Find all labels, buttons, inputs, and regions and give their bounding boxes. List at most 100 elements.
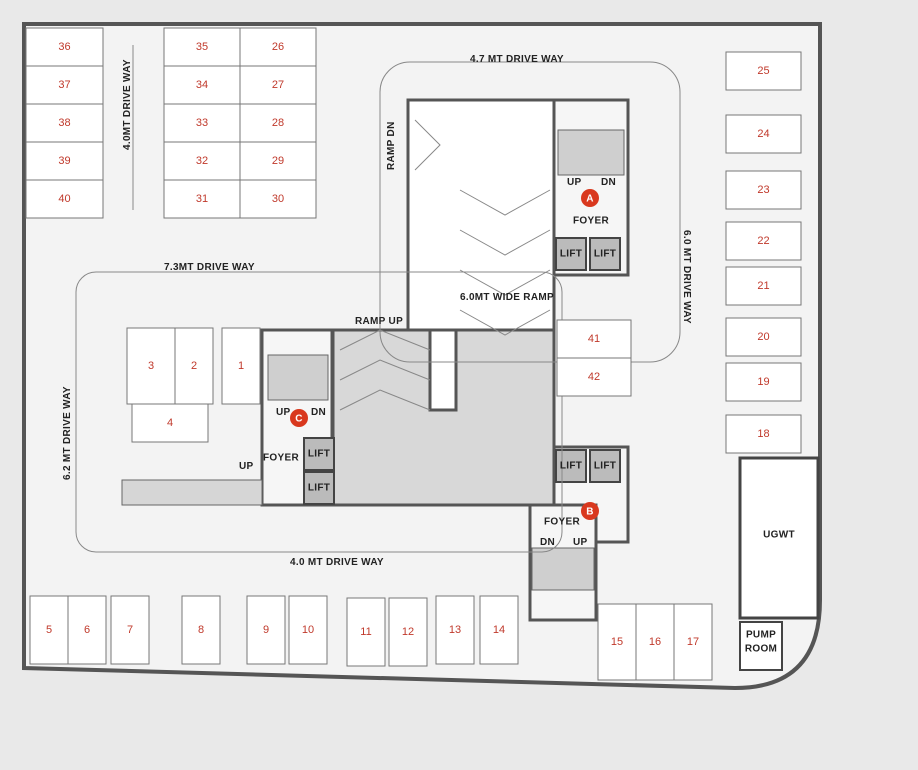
core-c-letter: C — [295, 414, 303, 425]
parking-slot — [239, 141, 317, 181]
wide-ramp-label: 6.0MT WIDE RAMP — [460, 292, 554, 303]
lift-c2: LIFT — [308, 483, 330, 494]
parking-slot-number: 29 — [272, 155, 284, 167]
pump-label-2: ROOM — [745, 644, 777, 655]
parking-slot-number: 36 — [58, 41, 70, 53]
parking-slot-number: 18 — [757, 428, 769, 440]
parking-slot — [25, 65, 104, 105]
parking-slot-number: 27 — [272, 79, 284, 91]
drive-label-left-top: 4.0MT DRIVE WAY — [122, 59, 133, 150]
core-c-dn: DN — [311, 407, 326, 418]
parking-slot-number: 19 — [757, 376, 769, 388]
parking-slot-number: 33 — [196, 117, 208, 129]
parking-slot-number: 5 — [46, 624, 52, 636]
parking-slot — [239, 27, 317, 67]
stair-c-up: UP — [239, 461, 254, 472]
ugwt-tank — [738, 456, 820, 620]
parking-slot — [435, 595, 475, 665]
parking-slot-number: 42 — [588, 371, 600, 383]
parking-slot — [556, 319, 632, 359]
parking-slot-number: 1 — [238, 360, 244, 372]
parking-slot — [288, 595, 328, 665]
parking-slot — [174, 327, 214, 405]
parking-slot — [725, 221, 802, 261]
drive-label-bottom: 4.0 MT DRIVE WAY — [290, 557, 384, 568]
foyer-b: FOYER — [544, 517, 580, 528]
pump-label-1: PUMP — [746, 630, 776, 641]
core-b-letter: B — [586, 507, 594, 518]
drive-label-mid: 7.3MT DRIVE WAY — [164, 262, 255, 273]
parking-slot — [25, 141, 104, 181]
parking-slot — [725, 317, 802, 357]
parking-slot-number: 32 — [196, 155, 208, 167]
parking-slot-number: 38 — [58, 117, 70, 129]
parking-slot-number: 24 — [757, 128, 769, 140]
core-c-up: UP — [276, 407, 291, 418]
core-b-badge — [581, 502, 599, 520]
parking-slot-number: 34 — [196, 79, 208, 91]
pump-room — [739, 621, 783, 671]
parking-slot-number: 8 — [198, 624, 204, 636]
parking-slot-number: 3 — [148, 360, 154, 372]
foyer-a: FOYER — [573, 216, 609, 227]
core-b-up: UP — [573, 537, 588, 548]
core-b-dn: DN — [540, 537, 555, 548]
parking-slot — [25, 179, 104, 219]
parking-slot — [239, 65, 317, 105]
lift-b1: LIFT — [560, 461, 582, 472]
parking-slot — [635, 603, 675, 681]
parking-slot — [673, 603, 713, 681]
parking-slot — [110, 595, 150, 665]
core-a-letter: A — [586, 194, 594, 205]
parking-slot-number: 7 — [127, 624, 133, 636]
drive-label-top: 4.7 MT DRIVE WAY — [470, 54, 564, 65]
parking-slot-number: 12 — [402, 626, 414, 638]
parking-slot-numbers: 3637383940353433323126272829302524232221… — [46, 41, 770, 648]
central-block — [331, 98, 556, 507]
parking-slot-number: 40 — [58, 193, 70, 205]
parking-slot-number: 31 — [196, 193, 208, 205]
parking-slot-number: 23 — [757, 184, 769, 196]
core-a-up: UP — [567, 177, 582, 188]
core-b — [528, 445, 630, 622]
parking-slot-number: 11 — [360, 626, 371, 638]
parking-slot-number: 9 — [263, 624, 269, 636]
parking-slot — [181, 595, 221, 665]
parking-slot — [346, 597, 386, 667]
driveway-lines — [75, 45, 681, 553]
parking-slot — [725, 414, 802, 454]
parking-slot — [221, 327, 261, 405]
core-a-badge — [581, 189, 599, 207]
parking-slot-number: 37 — [58, 79, 70, 91]
parking-slot-number: 6 — [84, 624, 90, 636]
parking-slot-number: 13 — [449, 624, 461, 636]
core-c-badge — [290, 409, 308, 427]
parking-slot — [725, 170, 802, 210]
parking-slot-number: 4 — [167, 417, 173, 429]
parking-slot — [388, 597, 428, 667]
parking-slot-number: 2 — [191, 360, 197, 372]
parking-slot — [479, 595, 519, 665]
lift-a2: LIFT — [594, 249, 616, 260]
parking-slot — [725, 51, 802, 91]
parking-slot — [25, 103, 104, 143]
parking-slot-number: 17 — [687, 636, 699, 648]
parking-slot — [725, 266, 802, 306]
ugwt-label: UGWT — [763, 530, 795, 541]
parking-slot — [597, 603, 637, 681]
parking-slot — [556, 357, 632, 397]
parking-slot-number: 26 — [272, 41, 284, 53]
core-a — [552, 98, 630, 277]
parking-slot — [163, 103, 241, 143]
parking-slot-number: 39 — [58, 155, 70, 167]
parking-slot — [67, 595, 107, 665]
ramp-dn-label: RAMP DN — [386, 121, 397, 170]
core-a-dn: DN — [601, 177, 616, 188]
parking-slot — [239, 179, 317, 219]
parking-slot-number: 20 — [757, 331, 769, 343]
parking-slot-number: 15 — [611, 636, 623, 648]
drive-label-left: 6.2 MT DRIVE WAY — [62, 386, 73, 480]
parking-slot-number: 30 — [272, 193, 284, 205]
lift-b2: LIFT — [594, 461, 616, 472]
